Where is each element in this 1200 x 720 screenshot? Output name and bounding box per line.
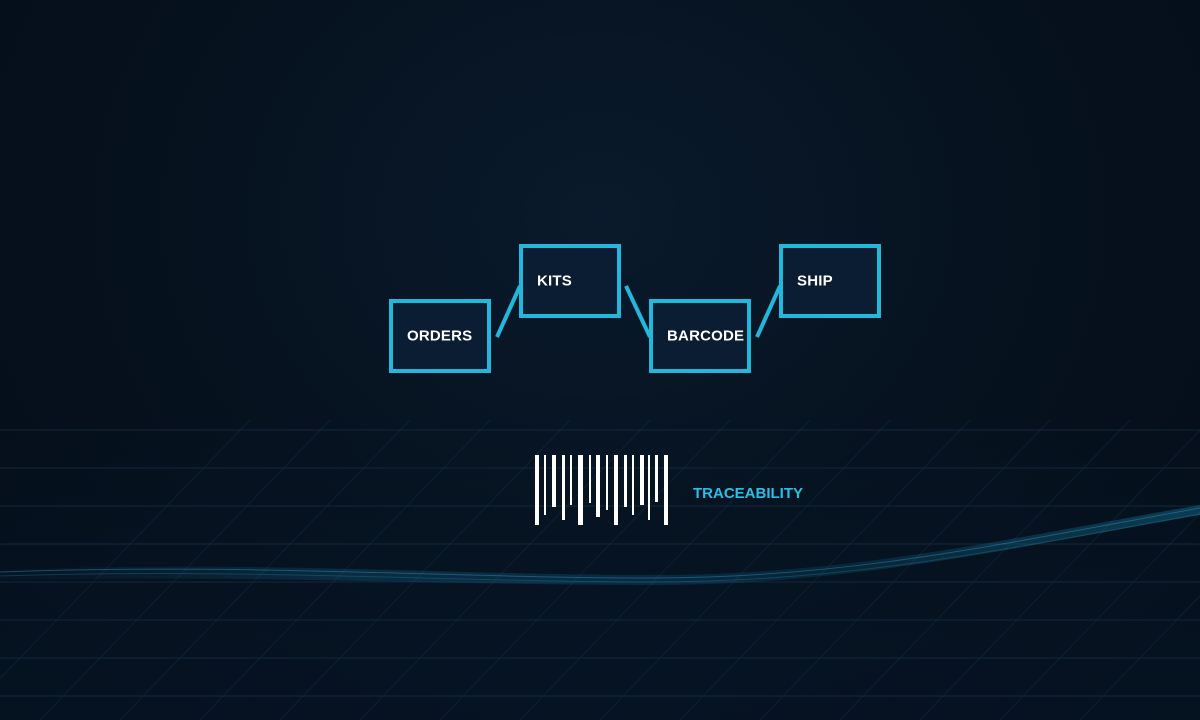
step-ship: SHIP: [779, 244, 881, 318]
barcode-icon: [535, 455, 668, 525]
step-orders-label: ORDERS: [407, 327, 473, 345]
traceability-label: TRACEABILITY: [693, 485, 803, 502]
step-kits: KITS: [519, 244, 621, 318]
step-barcode-label: BARCODE: [667, 327, 745, 345]
step-ship-label: SHIP: [797, 272, 833, 290]
step-orders: ORDERS: [389, 299, 491, 373]
step-barcode: BARCODE: [649, 299, 751, 373]
step-kits-label: KITS: [537, 272, 572, 290]
